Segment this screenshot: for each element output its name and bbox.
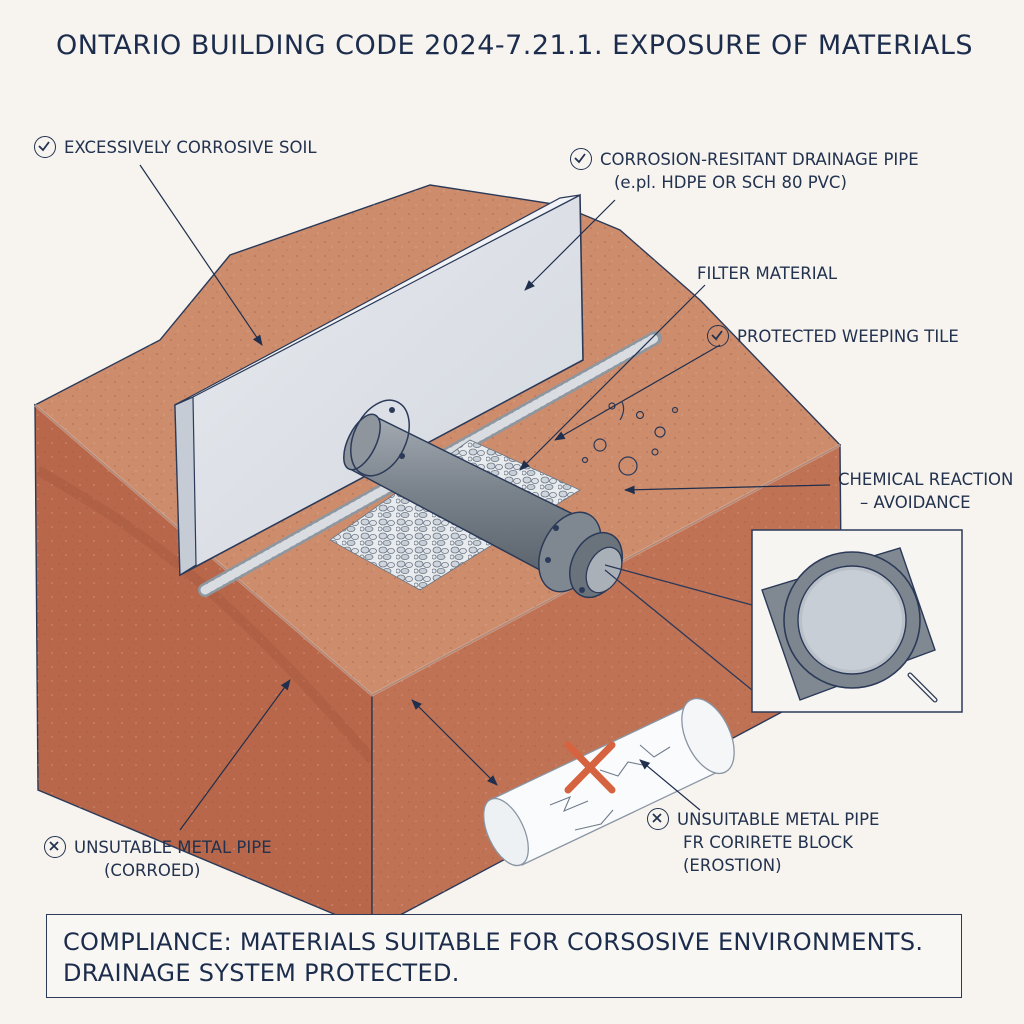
corrosive-soil-text: EXCESSIVELY CORROSIVE SOIL <box>64 138 317 157</box>
label-corrosive-soil: EXCESSIVELY CORROSIVE SOIL <box>34 136 317 159</box>
compliance-box: COMPLIANCE: MATERIALS SUITABLE FOR CORSO… <box>46 914 962 998</box>
x-circle-icon <box>647 808 669 830</box>
check-circle-icon <box>34 136 56 158</box>
metal-pipe-right-text-3: (EROSTION) <box>683 856 782 875</box>
chemical-reaction-text-1: CHEMICAL REACTION <box>838 470 1014 489</box>
chemical-reaction-text-2: – AVOIDANCE <box>860 493 971 512</box>
drainage-pipe-text-2: (e.pl. HDPE OR SCH 80 PVC) <box>614 173 847 192</box>
drainage-pipe-text-1: CORROSION-RESITANT DRAINAGE PIPE <box>600 150 919 169</box>
check-circle-icon <box>707 325 729 347</box>
rejected-metal-pipe <box>483 697 735 867</box>
page-title: ONTARIO BUILDING CODE 2024-7.21.1. EXPOS… <box>56 30 974 61</box>
pipe-inset-magnifier <box>604 529 963 713</box>
label-filter-material: FILTER MATERIAL <box>697 262 837 285</box>
x-circle-icon <box>44 836 66 858</box>
label-chemical-reaction: CHEMICAL REACTION – AVOIDANCE <box>838 468 1013 514</box>
label-drainage-pipe: CORROSION-RESITANT DRAINAGE PIPE (e.pl. … <box>570 148 919 194</box>
check-circle-icon <box>570 148 592 170</box>
chemical-reaction-bubbles <box>581 401 679 476</box>
label-metal-pipe-left: UNSUTABLE METAL PIPE (CORROED) <box>44 836 272 882</box>
metal-pipe-right-text-1: UNSUITABLE METAL PIPE <box>677 810 880 829</box>
compliance-line-1: COMPLIANCE: MATERIALS SUITABLE FOR CORSO… <box>63 928 924 956</box>
leader-lines <box>139 164 831 831</box>
foundation-wall <box>174 193 584 577</box>
compliance-line-2: DRAINAGE SYSTEM PROTECTED. <box>63 959 460 987</box>
drainage-pipe <box>343 399 623 599</box>
weeping-tile-text: PROTECTED WEEPING TILE <box>737 327 959 346</box>
label-weeping-tile: PROTECTED WEEPING TILE <box>707 325 959 348</box>
metal-pipe-left-text-2: (CORROED) <box>104 861 201 880</box>
metal-pipe-right-text-2: FR CORIRETE BLOCK <box>683 833 853 852</box>
metal-pipe-left-text-1: UNSUTABLE METAL PIPE <box>74 838 272 857</box>
filter-material-text: FILTER MATERIAL <box>697 264 838 283</box>
label-metal-pipe-right: UNSUITABLE METAL PIPE FR CORIRETE BLOCK … <box>647 808 879 877</box>
